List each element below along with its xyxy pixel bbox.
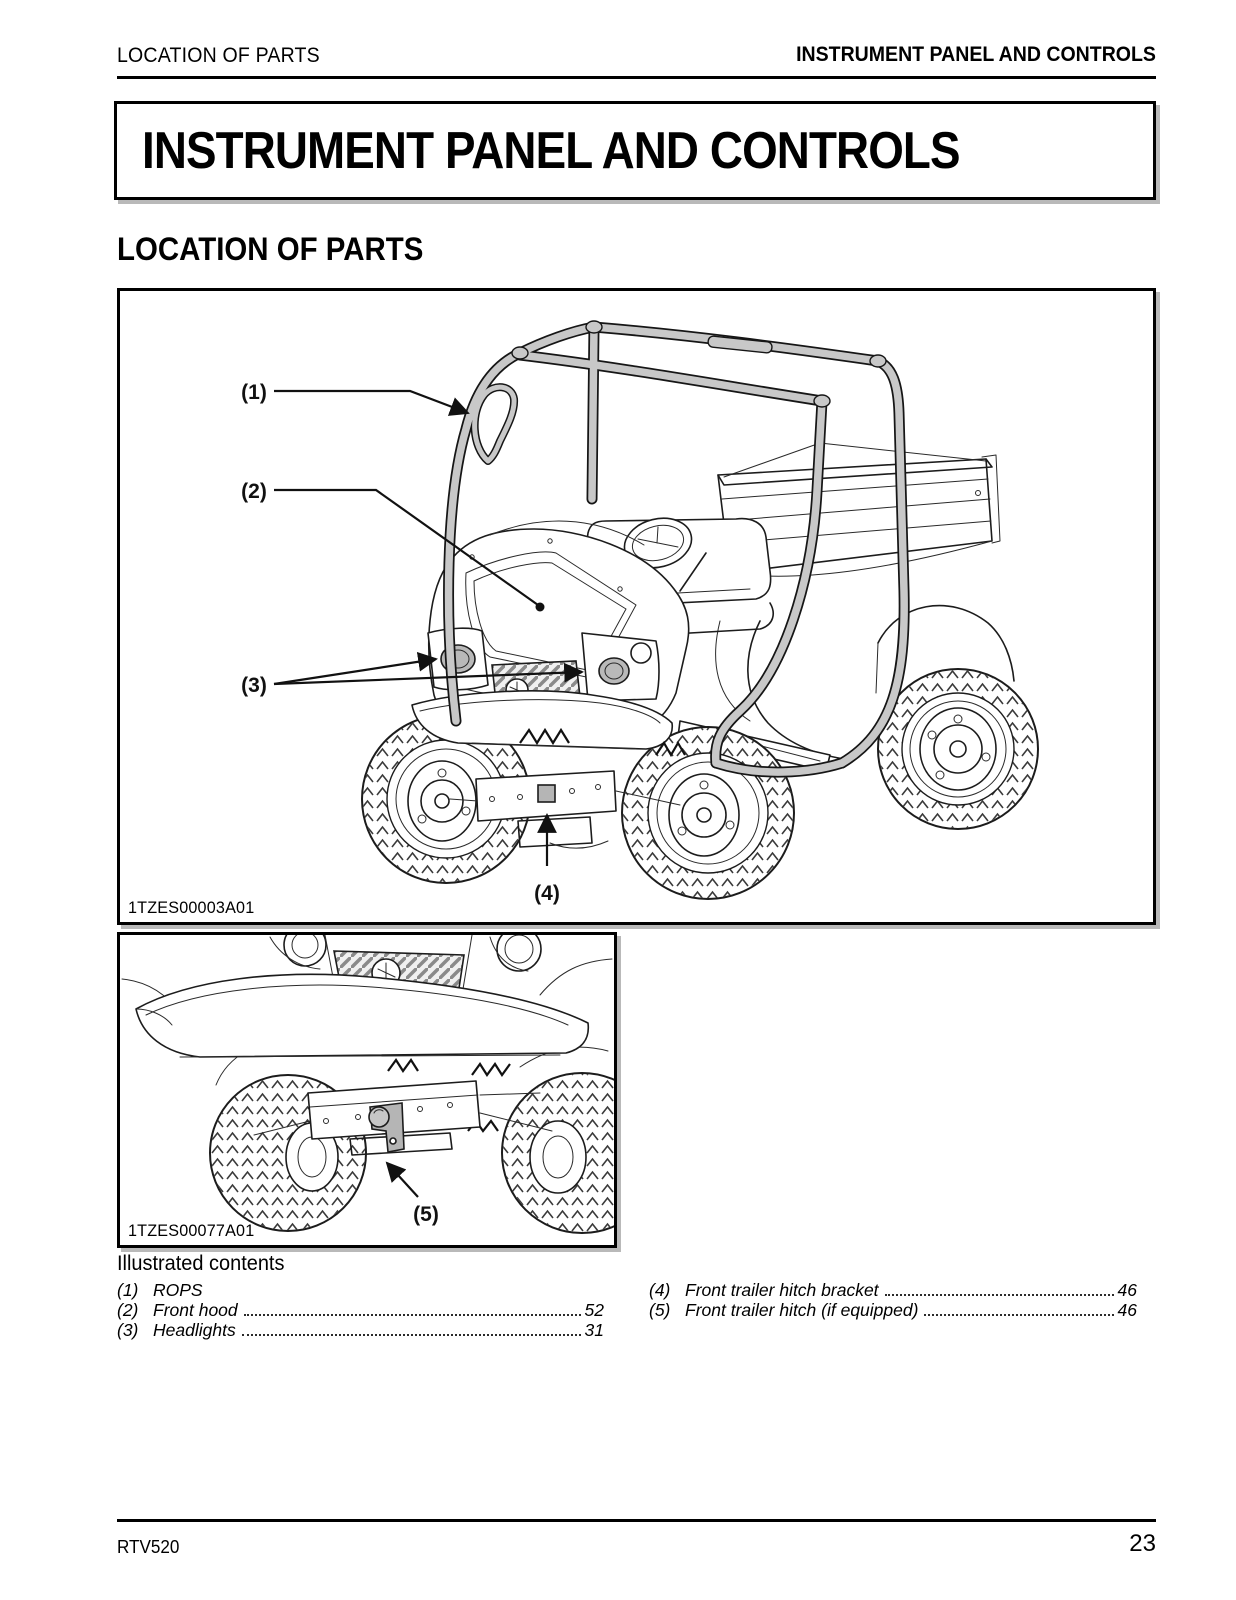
figure2-callouts: (5)	[385, 1161, 439, 1226]
closeup-hitch-drawing	[368, 1102, 405, 1153]
callout-1-label: (1)	[241, 381, 267, 404]
figure-vehicle-overview: (1) (2) (3) (4) 1TZES00003A01	[117, 288, 1156, 925]
header-rule	[117, 76, 1156, 79]
front-right-wheel-drawing	[621, 726, 795, 900]
item-label: Front hood	[153, 1300, 238, 1320]
closeup-bumper-drawing	[135, 973, 590, 1058]
list-item: (4) Front trailer hitch bracket 46	[649, 1280, 1137, 1300]
front-bumper-drawing	[411, 690, 673, 750]
running-header-right: INSTRUMENT PANEL AND CONTROLS	[796, 43, 1156, 66]
front-suspension-drawing	[449, 727, 686, 849]
running-header-left: LOCATION OF PARTS	[117, 44, 320, 67]
chapter-title-banner: INSTRUMENT PANEL AND CONTROLS	[114, 101, 1156, 200]
rops-top-plate	[707, 335, 773, 354]
item-number: (4)	[649, 1280, 671, 1300]
contents-column-left: (1) ROPS (2) Front hood 52 (3) Headlight…	[117, 1280, 604, 1340]
steering-wheel-drawing	[623, 517, 707, 592]
footer-model-name: RTV520	[117, 1537, 180, 1557]
item-page: 46	[1117, 1300, 1137, 1320]
item-page: 31	[584, 1320, 604, 1340]
figure1-callouts: (1) (2) (3) (4)	[241, 381, 584, 905]
hitch-ball	[368, 1106, 390, 1128]
illustrated-contents-heading: Illustrated contents	[117, 1252, 285, 1275]
item-number: (3)	[117, 1320, 139, 1340]
item-number: (2)	[117, 1300, 139, 1320]
callout-3-label: (3)	[241, 674, 267, 697]
list-item: (1) ROPS	[117, 1280, 604, 1300]
item-number: (1)	[117, 1280, 139, 1300]
item-label: Front trailer hitch (if equipped)	[685, 1300, 919, 1320]
dot-leader	[243, 1314, 581, 1316]
footer-page-number: 23	[1129, 1530, 1156, 1557]
section-heading: LOCATION OF PARTS	[117, 231, 424, 267]
list-item: (2) Front hood 52	[117, 1300, 604, 1320]
dot-leader	[924, 1314, 1114, 1316]
item-label: Front trailer hitch bracket	[685, 1280, 879, 1300]
item-number: (5)	[649, 1300, 671, 1320]
hitch-line-drawing: (5)	[121, 935, 614, 1234]
hitch-bracket-receiver	[537, 784, 556, 803]
dot-leader	[241, 1334, 581, 1336]
closeup-right-wheel-drawing	[501, 1046, 614, 1234]
callout-4-label: (4)	[534, 882, 560, 905]
callout-2-label: (2)	[241, 480, 267, 503]
item-page: 52	[584, 1300, 604, 1320]
footer-rule	[117, 1519, 1156, 1522]
dot-leader	[884, 1294, 1114, 1296]
figure-hitch-closeup: (5) 1TZES00077A01	[117, 932, 617, 1248]
item-label: Headlights	[153, 1320, 236, 1340]
callout-5-label: (5)	[413, 1203, 439, 1226]
item-label: ROPS	[153, 1280, 203, 1300]
rear-wheel-drawing	[877, 668, 1039, 830]
front-left-wheel-drawing	[361, 714, 531, 884]
figure2-caption: 1TZES00077A01	[128, 1221, 255, 1240]
rops-frame-drawing	[443, 320, 910, 778]
item-page: 46	[1117, 1280, 1137, 1300]
vehicle-line-drawing: (1) (2) (3) (4)	[241, 320, 1039, 905]
list-item: (5) Front trailer hitch (if equipped) 46	[649, 1300, 1137, 1320]
figure1-caption: 1TZES00003A01	[128, 898, 255, 917]
contents-column-right: (4) Front trailer hitch bracket 46 (5) F…	[649, 1280, 1137, 1320]
list-item: (3) Headlights 31	[117, 1320, 604, 1340]
chapter-title: INSTRUMENT PANEL AND CONTROLS	[142, 121, 961, 180]
